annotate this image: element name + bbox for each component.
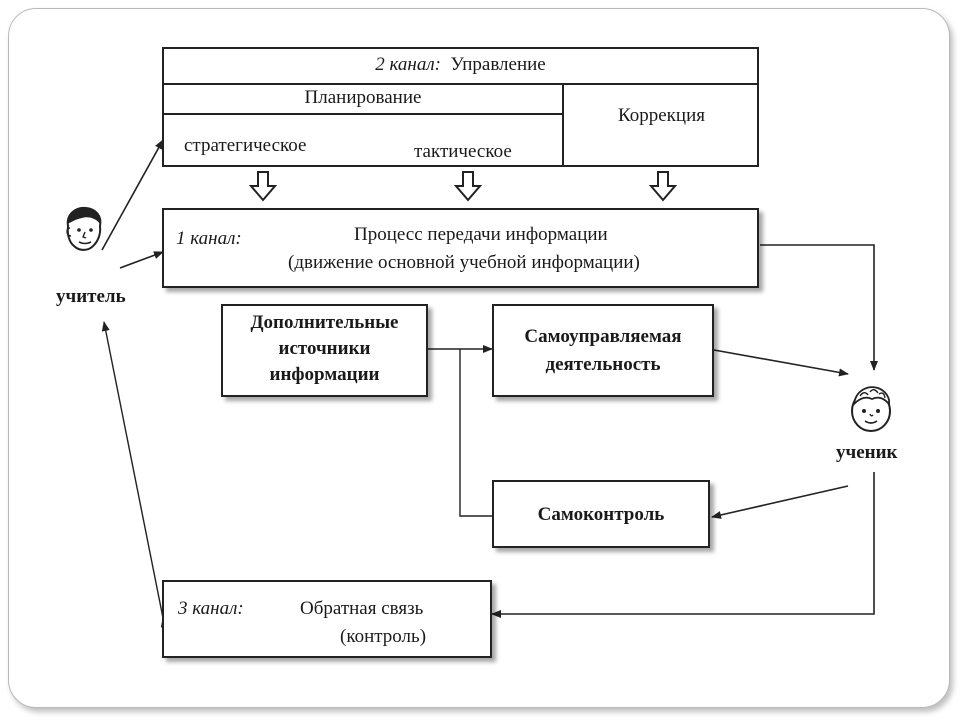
self-managed-line1: Самоуправляемая bbox=[524, 326, 682, 347]
strategic-label: стратегическое bbox=[184, 135, 307, 156]
self-managed-line2: деятельность bbox=[545, 354, 661, 375]
student-label: ученик bbox=[836, 442, 898, 463]
channel2-title: Управление bbox=[450, 54, 546, 75]
teacher-face-icon bbox=[66, 206, 102, 251]
tactical-label: тактическое bbox=[414, 141, 512, 162]
arrow-student-to-channel3 bbox=[491, 472, 875, 618]
hollow-down-arrow-1 bbox=[248, 171, 278, 202]
hollow-down-arrow-2 bbox=[453, 171, 483, 202]
extra-sources-line1: Дополнительные bbox=[250, 312, 399, 333]
arrow-channel3-to-teacher bbox=[101, 321, 169, 628]
channel3-line1: Обратная связь bbox=[300, 598, 424, 619]
teacher-label: учитель bbox=[56, 286, 126, 307]
planning-label: Планирование bbox=[304, 87, 422, 108]
correction-cell: Коррекция bbox=[562, 83, 759, 165]
extra-sources-line3: информации bbox=[269, 364, 380, 385]
line-selfcontrol-feedback bbox=[459, 349, 492, 517]
arrow-teacher-to-channel1 bbox=[119, 251, 164, 269]
channel1-line1: Процесс передачи информации bbox=[354, 224, 608, 245]
channel3-block: 3 канал: Обратная связь (контроль) bbox=[162, 580, 492, 658]
hollow-down-arrow-3 bbox=[648, 171, 678, 202]
arrow-selfmanaged-to-student bbox=[713, 349, 849, 377]
correction-label: Коррекция bbox=[618, 105, 705, 126]
channel2-header: 2 канал: Управление bbox=[164, 49, 757, 85]
arrow-student-to-selfcontrol bbox=[711, 485, 849, 519]
channel3-line2: (контроль) bbox=[340, 626, 427, 647]
extra-sources-line2: источники bbox=[278, 338, 371, 359]
channel1-block: 1 канал: Процесс передачи информации (дв… bbox=[162, 208, 759, 288]
self-managed-block: Самоуправляемая деятельность bbox=[492, 304, 714, 397]
channel1-label: 1 канал: bbox=[176, 228, 242, 249]
student-face-icon bbox=[851, 386, 891, 432]
self-control-label: Самоконтроль bbox=[537, 504, 665, 525]
channel2-label: 2 канал: bbox=[375, 54, 441, 75]
self-control-block: Самоконтроль bbox=[492, 480, 710, 548]
arrow-channel1-to-student bbox=[760, 244, 878, 371]
channel2-block: 2 канал: Управление Планирование Коррекц… bbox=[162, 47, 759, 167]
channel1-line2: (движение основной учебной информации) bbox=[288, 252, 640, 273]
channel3-label: 3 канал: bbox=[178, 598, 244, 619]
arrow-teacher-to-channel2 bbox=[101, 139, 164, 251]
planning-cell: Планирование bbox=[164, 83, 564, 115]
extra-sources-block: Дополнительные источники информации bbox=[221, 304, 428, 397]
